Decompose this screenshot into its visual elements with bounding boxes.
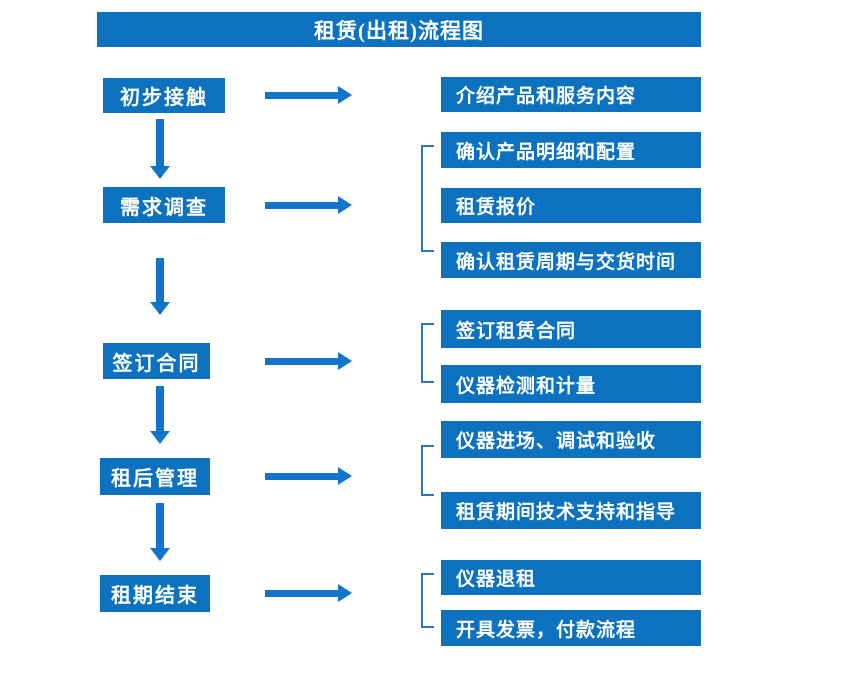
arrow-right-icon-3 <box>265 352 352 370</box>
flowchart-title: 租赁(出租)流程图 <box>97 12 701 47</box>
arrow-shaft <box>265 91 338 99</box>
arrow-head <box>338 352 352 370</box>
detail-box-confirm-product-details: 确认产品明细和配置 <box>441 132 701 168</box>
arrow-head <box>150 166 170 179</box>
arrow-head <box>150 302 170 315</box>
arrow-head <box>150 431 170 444</box>
arrow-shaft <box>265 589 338 597</box>
detail-box-introduce-products: 介绍产品和服务内容 <box>441 77 701 112</box>
step-box-rental-end: 租期结束 <box>100 575 210 612</box>
arrow-shaft <box>265 201 338 209</box>
arrow-shaft <box>265 472 338 480</box>
arrow-shaft <box>156 386 164 431</box>
arrow-down-icon-2 <box>150 258 170 315</box>
arrow-head <box>338 196 352 214</box>
arrow-down-icon-1 <box>150 119 170 179</box>
detail-box-confirm-rental-period: 确认租赁周期与交货时间 <box>441 242 701 278</box>
group-bracket-rental-end <box>421 573 434 628</box>
arrow-shaft <box>156 258 164 302</box>
arrow-right-icon-1 <box>265 86 352 104</box>
step-box-sign-contract: 签订合同 <box>103 343 210 379</box>
arrow-right-icon-2 <box>265 196 352 214</box>
detail-box-rental-quote: 租赁报价 <box>441 188 701 223</box>
group-bracket-sign-contract <box>421 323 434 383</box>
arrow-right-icon-5 <box>265 584 352 602</box>
step-box-needs-survey: 需求调查 <box>103 187 225 223</box>
step-box-post-rental-management: 租后管理 <box>100 458 210 495</box>
detail-box-instrument-return: 仪器退租 <box>441 560 701 595</box>
detail-box-sign-rental-contract: 签订租赁合同 <box>441 310 701 348</box>
detail-box-instrument-setup: 仪器进场、调试和验收 <box>441 421 701 458</box>
arrow-shaft <box>156 503 164 548</box>
step-box-initial-contact: 初步接触 <box>103 78 225 113</box>
detail-box-instrument-inspection: 仪器检测和计量 <box>441 365 701 403</box>
arrow-down-icon-3 <box>150 386 170 444</box>
detail-box-invoice-payment: 开具发票，付款流程 <box>441 610 701 646</box>
detail-box-rental-tech-support: 租赁期间技术支持和指导 <box>441 492 701 529</box>
arrow-head <box>338 467 352 485</box>
arrow-head <box>338 86 352 104</box>
arrow-right-icon-4 <box>265 467 352 485</box>
group-bracket-needs-survey <box>421 145 434 252</box>
arrow-head <box>338 584 352 602</box>
arrow-head <box>150 548 170 561</box>
arrow-down-icon-4 <box>150 503 170 561</box>
group-bracket-post-rental <box>421 445 434 496</box>
arrow-shaft <box>265 357 338 365</box>
arrow-shaft <box>156 119 164 166</box>
